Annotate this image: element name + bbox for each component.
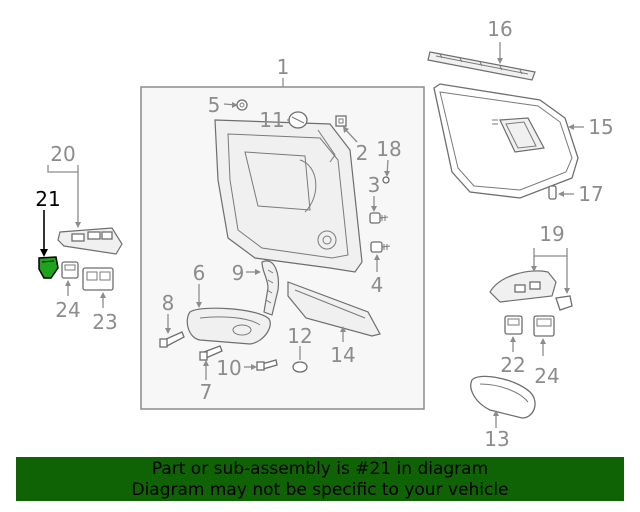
pin-part-18	[382, 176, 390, 184]
banner-line-disclaimer: Diagram may not be specific to your vehi…	[131, 480, 509, 500]
switch-part-24-right	[533, 315, 555, 337]
info-banner: Part or sub-assembly is #21 in diagram D…	[16, 457, 624, 501]
clip-part-2	[335, 115, 347, 127]
callout-24-left: 24	[55, 298, 80, 322]
callout-6: 6	[193, 261, 206, 285]
callout-4: 4	[371, 273, 384, 297]
callout-19: 19	[539, 222, 564, 246]
callout-15: 15	[588, 115, 613, 139]
callout-7: 7	[200, 380, 213, 404]
switch-panel-part-20	[57, 227, 123, 255]
callout-18: 18	[376, 137, 401, 161]
callout-9: 9	[232, 261, 245, 285]
switch-panel-part-19	[489, 270, 573, 311]
cap-part-12	[292, 361, 308, 373]
screw-part-10	[256, 359, 278, 371]
cover-part-13	[470, 375, 536, 419]
watershield-part-15	[433, 83, 579, 199]
clip-part-17	[548, 185, 557, 200]
screw-part-4	[370, 241, 391, 253]
callout-23: 23	[92, 310, 117, 334]
callout-22: 22	[500, 353, 525, 377]
switch-part-23	[82, 267, 114, 291]
callout-10: 10	[216, 356, 241, 380]
callout-20: 20	[50, 142, 75, 166]
callout-5: 5	[208, 93, 221, 117]
weatherstrip-part-16	[427, 51, 536, 81]
pocket-part-14	[287, 281, 381, 337]
callout-8: 8	[162, 291, 175, 315]
callout-1: 1	[277, 55, 290, 79]
banner-line-part-number: Part or sub-assembly is #21 in diagram	[151, 459, 489, 479]
leader-lines	[40, 42, 584, 428]
callout-16: 16	[487, 17, 512, 41]
screw-part-8	[159, 331, 185, 348]
door-trim-panel	[214, 119, 363, 273]
callout-13: 13	[484, 427, 509, 451]
insert-part-9	[261, 260, 280, 316]
switch-part-24-left	[61, 261, 79, 279]
callout-12: 12	[287, 324, 312, 348]
switch-part-22	[504, 315, 523, 335]
callout-17: 17	[578, 182, 603, 206]
callout-21-highlighted: 21	[35, 187, 60, 211]
callout-labels: 1 5 11 2 18 3 4 9 6 14 12 8 7 10 16 15 1…	[35, 17, 613, 451]
callout-24-right: 24	[534, 364, 559, 388]
callout-2: 2	[356, 141, 369, 165]
armrest-part-6	[186, 307, 271, 345]
screw-part-3	[369, 212, 389, 224]
screw-part-7	[199, 345, 223, 361]
grommet-part-11	[288, 111, 308, 129]
callout-11: 11	[259, 108, 284, 132]
callout-14: 14	[330, 343, 355, 367]
switch-part-21-highlighted	[38, 256, 59, 279]
clip-part-5	[236, 99, 248, 111]
callout-3: 3	[368, 173, 381, 197]
